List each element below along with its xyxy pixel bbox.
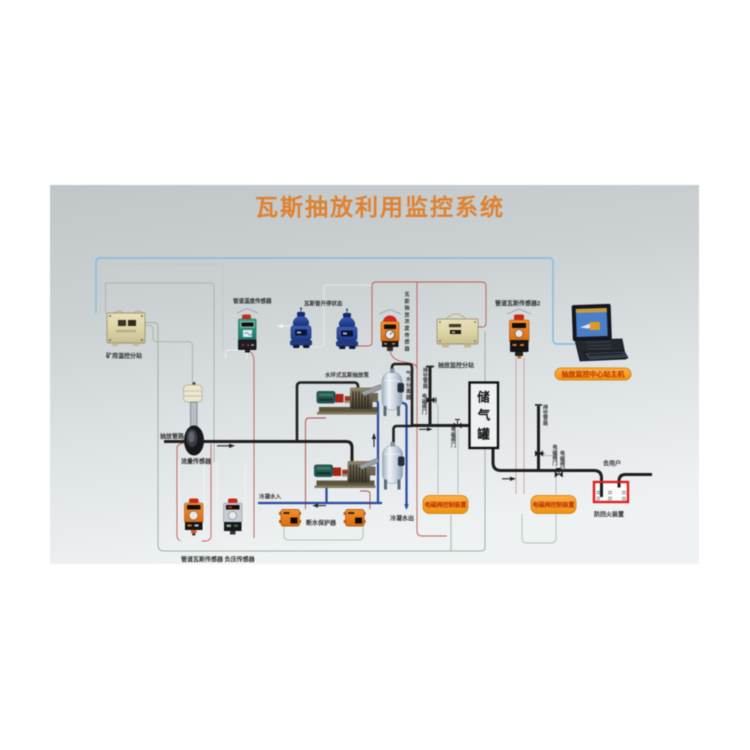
svg-text:抽放监控中心站主机: 抽放监控中心站主机 (562, 370, 625, 379)
svg-text:冷凝水入: 冷凝水入 (259, 493, 282, 501)
svg-text:电磁阀门: 电磁阀门 (553, 444, 558, 467)
svg-text:管道瓦斯传感器 负压传感器: 管道瓦斯传感器 负压传感器 (181, 556, 256, 564)
svg-text:瓦斯抽放浓度传感器: 瓦斯抽放浓度传感器 (404, 291, 411, 352)
svg-text:水环式瓦斯抽放泵: 水环式瓦斯抽放泵 (325, 371, 370, 379)
svg-text:断水保护器: 断水保护器 (306, 519, 337, 527)
svg-text:电磁阀门: 电磁阀门 (560, 450, 565, 473)
svg-text:去用户: 去用户 (603, 460, 621, 468)
svg-text:瓦斯管开停状态: 瓦斯管开停状态 (304, 300, 343, 308)
svg-text:气水分离器: 气水分离器 (405, 370, 412, 401)
svg-text:电磁阀门: 电磁阀门 (451, 426, 456, 449)
svg-text:冷凝水出: 冷凝水出 (390, 515, 414, 523)
svg-text:罐: 罐 (476, 427, 490, 442)
svg-text:电磁阀控制装置: 电磁阀控制装置 (424, 501, 466, 509)
svg-text:排空管路: 排空管路 (543, 404, 549, 427)
svg-text:电磁阀控制装置: 电磁阀控制装置 (532, 501, 574, 509)
svg-text:管道瓦斯传感器2: 管道瓦斯传感器2 (495, 300, 541, 308)
svg-text:排空管路: 排空管路 (423, 367, 429, 390)
svg-text:管道温度传感器: 管道温度传感器 (233, 297, 272, 305)
svg-text:防回火装置: 防回火装置 (594, 511, 624, 519)
svg-text:抽放监控分站: 抽放监控分站 (438, 362, 474, 370)
svg-text:气: 气 (477, 408, 491, 423)
svg-text:瓦斯抽放利用监控系统: 瓦斯抽放利用监控系统 (255, 194, 505, 220)
svg-text:电磁阀门: 电磁阀门 (422, 393, 427, 416)
svg-text:流量传感器: 流量传感器 (181, 458, 212, 466)
svg-text:抽放管路: 抽放管路 (160, 433, 185, 441)
svg-text:储: 储 (476, 390, 490, 405)
svg-text:矿用温控分站: 矿用温控分站 (106, 352, 142, 360)
